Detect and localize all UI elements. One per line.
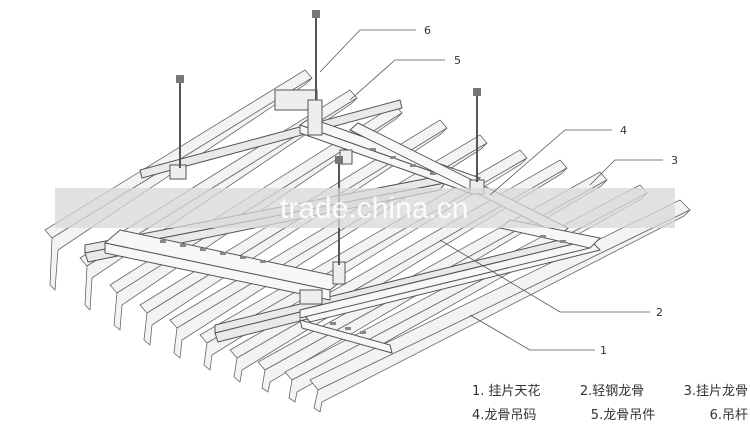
rod-nuts	[176, 10, 481, 164]
legend-item-5: 5.龙骨吊件	[590, 408, 656, 423]
legend-item-3: 3.挂片龙骨	[683, 384, 748, 399]
callout-1: 1	[600, 344, 607, 357]
legend-item-1: 1. 挂片天花	[472, 384, 541, 399]
watermark-band	[55, 188, 675, 228]
keel-hangers	[169, 89, 485, 305]
callout-2: 2	[656, 306, 663, 319]
watermark-text: trade.china.cn	[280, 192, 468, 225]
legend-row-2: 4.龙骨吊码 5.龙骨吊件 6.吊杆	[472, 404, 748, 428]
keel-slots	[160, 148, 566, 334]
callout-3: 3	[671, 154, 678, 167]
legend-row-1: 1. 挂片天花 2.轻钢龙骨 3.挂片龙骨	[472, 380, 748, 404]
legend-item-4: 4.龙骨吊码	[472, 408, 537, 423]
legend-item-6: 6.吊杆	[709, 408, 748, 423]
callout-6: 6	[424, 24, 431, 37]
callout-5: 5	[454, 54, 461, 67]
callout-4: 4	[620, 124, 627, 137]
legend-item-2: 2.轻钢龙骨	[579, 384, 645, 399]
leader-lines	[319, 29, 663, 351]
parts-legend: 1. 挂片天花 2.轻钢龙骨 3.挂片龙骨 4.龙骨吊码 5.龙骨吊件 6.吊杆	[472, 380, 748, 428]
